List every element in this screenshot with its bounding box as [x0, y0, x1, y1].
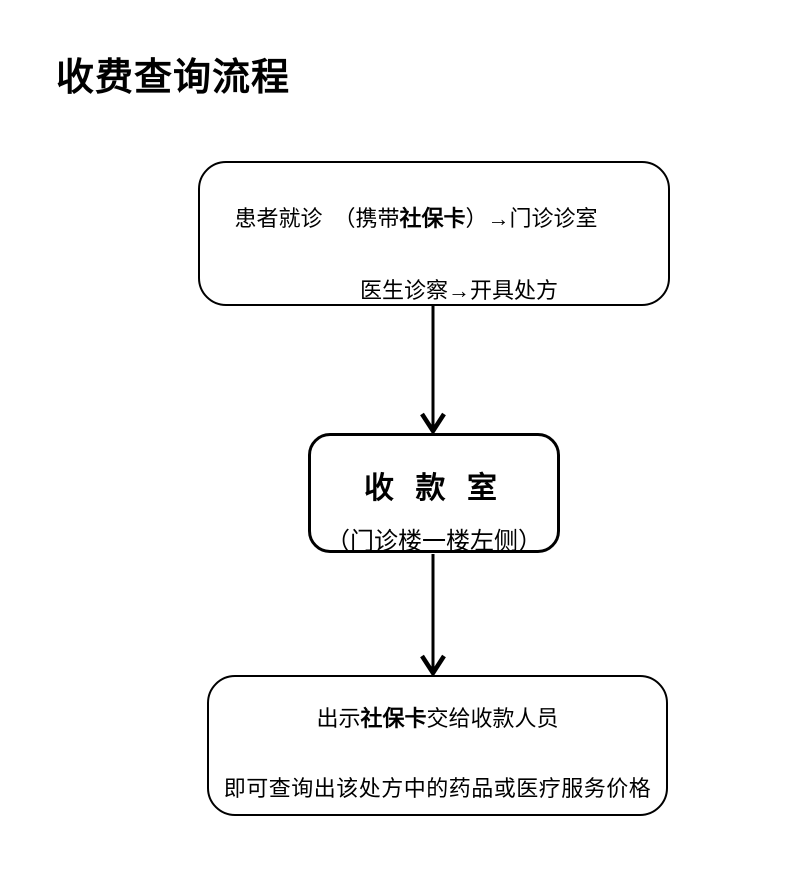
down-arrow-icon: [420, 306, 446, 436]
step1-line2: 医生诊察→开具处方: [359, 278, 558, 303]
step3-line1-social-card: 社保卡: [360, 706, 427, 731]
page-title: 收费查询流程: [56, 57, 291, 99]
step2-room-location: （门诊楼一楼左侧）: [326, 529, 542, 555]
step1-line1-pre: 患者就诊 （携带: [234, 206, 400, 231]
step1-line1-post: ）→门诊诊室: [465, 206, 598, 231]
flow-step-cashier-room: 收 款 室 （门诊楼一楼左侧）: [308, 433, 560, 555]
step3-line2: 即可查询出该处方中的药品或医疗服务价格: [223, 776, 652, 801]
down-arrow-icon: [420, 554, 446, 678]
flow-step-patient-visit: 患者就诊 （携带社保卡）→门诊诊室 医生诊察→开具处方: [198, 161, 670, 306]
step3-line1: 出示社保卡交给收款人员: [316, 701, 558, 733]
step2-room-name: 收 款 室: [364, 472, 504, 505]
step3-line1-pre: 出示: [316, 706, 361, 731]
flow-step-price-inquiry: 出示社保卡交给收款人员 即可查询出该处方中的药品或医疗服务价格: [207, 675, 668, 816]
step1-line1-social-card: 社保卡: [399, 206, 466, 231]
step3-line1-post: 交给收款人员: [426, 706, 559, 731]
step1-line1: 患者就诊 （携带社保卡）→门诊诊室: [234, 201, 597, 233]
